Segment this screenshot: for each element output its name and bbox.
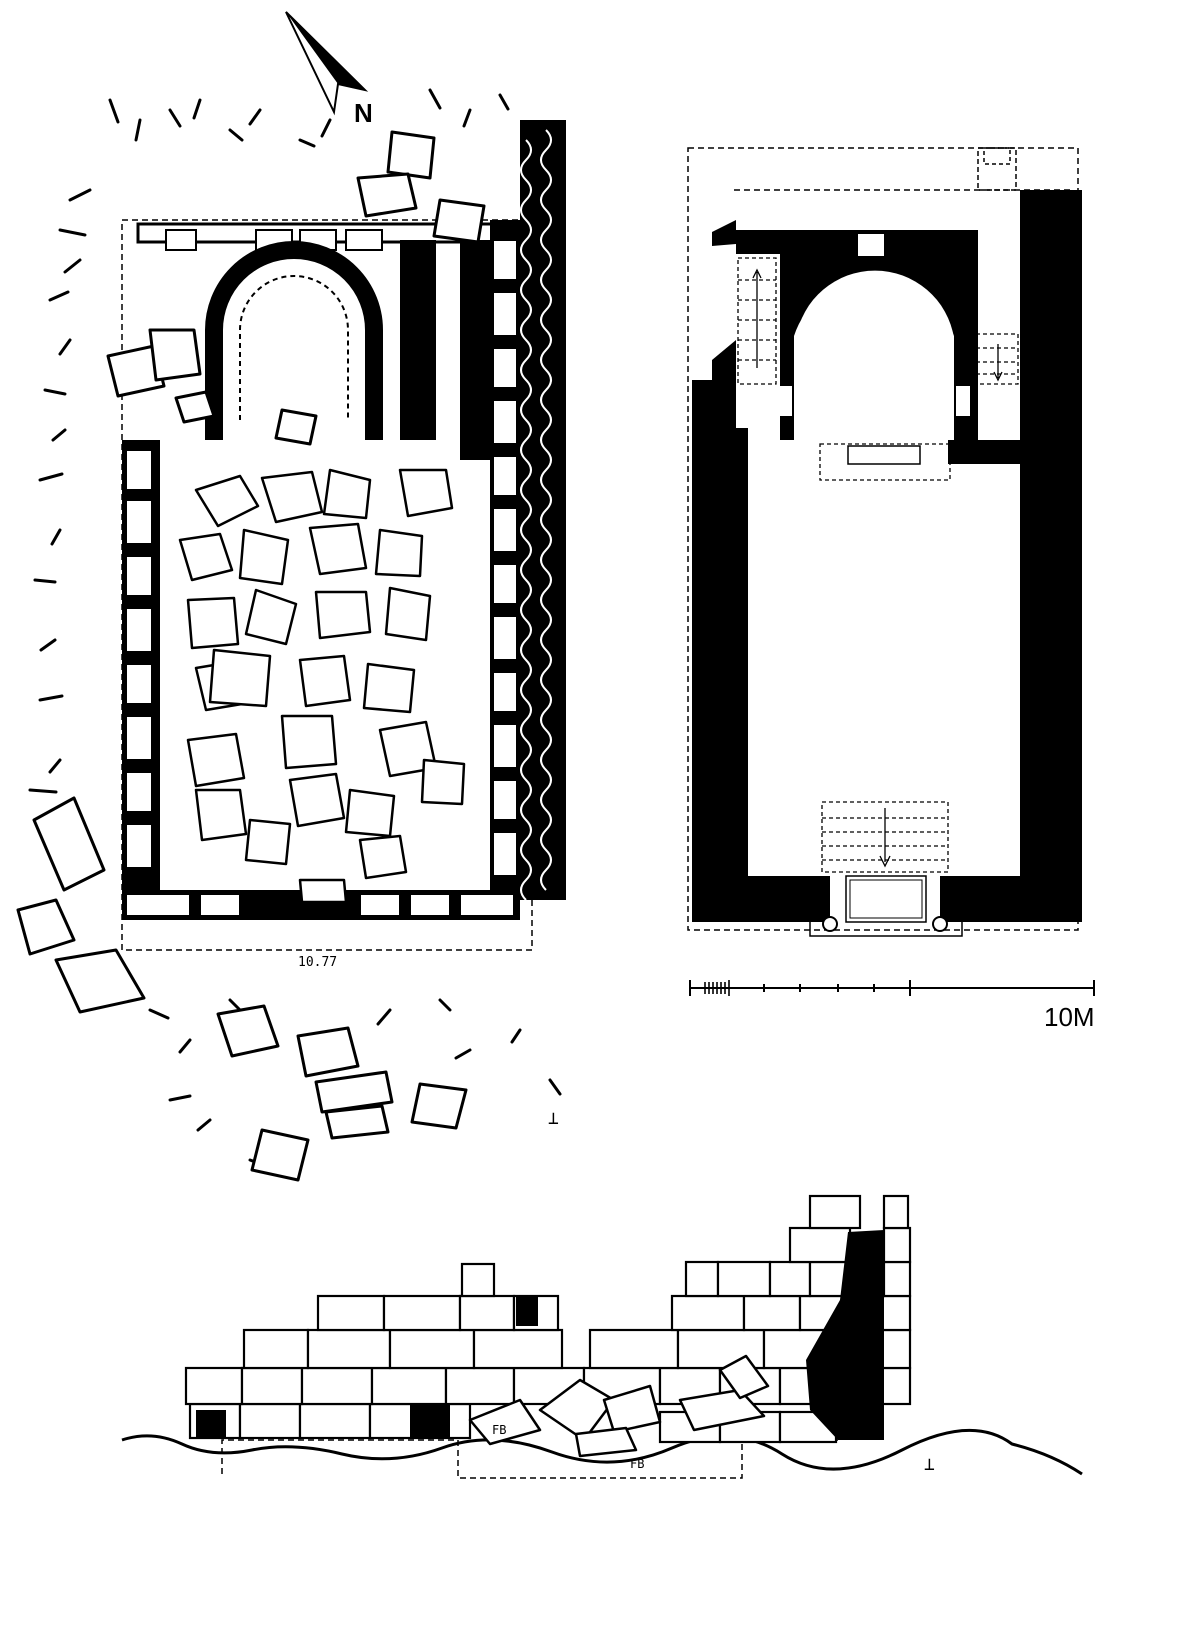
wall-elevation: FB FB ⊥ [121, 1194, 1083, 1479]
dimension-label: 10.77 [298, 955, 337, 970]
block-label-a: FB [492, 1423, 506, 1437]
ruin-sketch-plan: 10.77 ⊥ [16, 88, 566, 1182]
block-label-b: FB [630, 1457, 644, 1471]
reconstructed-plan [687, 147, 1082, 937]
elevation-datum-symbol: ⊥ [924, 1454, 935, 1475]
north-label: N [354, 98, 373, 128]
datum-symbol: ⊥ [548, 1108, 559, 1129]
north-arrow: N [285, 11, 373, 128]
scale-bar [689, 980, 1095, 996]
scale-label: 10M [1044, 1002, 1095, 1032]
